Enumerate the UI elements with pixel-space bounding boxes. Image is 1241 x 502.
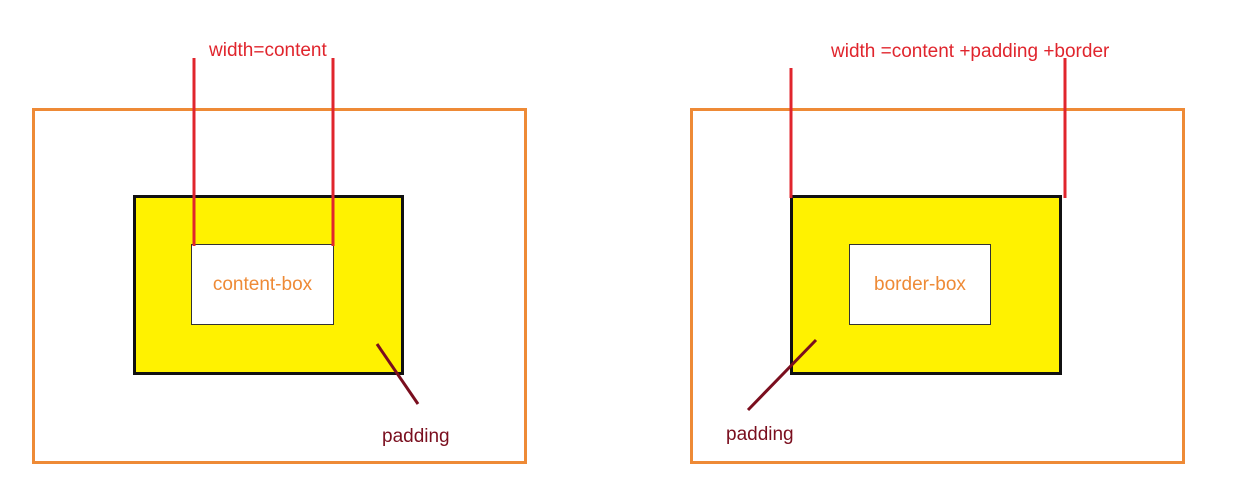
right-padding-label: padding xyxy=(726,424,794,445)
left-outer-box xyxy=(32,108,527,464)
left-padding-box xyxy=(133,195,404,375)
right-width-label: width =content +padding +border xyxy=(831,41,1110,62)
right-content-label: border-box xyxy=(874,273,966,295)
left-padding-label: padding xyxy=(382,426,450,447)
right-content-box: border-box xyxy=(849,244,991,325)
left-padding-pointer xyxy=(375,343,420,405)
right-outer-box xyxy=(690,108,1185,464)
left-content-label: content-box xyxy=(212,273,313,295)
left-width-label: width=content xyxy=(209,40,327,61)
right-padding-pointer xyxy=(746,338,818,412)
left-content-box: content-box xyxy=(191,244,334,325)
